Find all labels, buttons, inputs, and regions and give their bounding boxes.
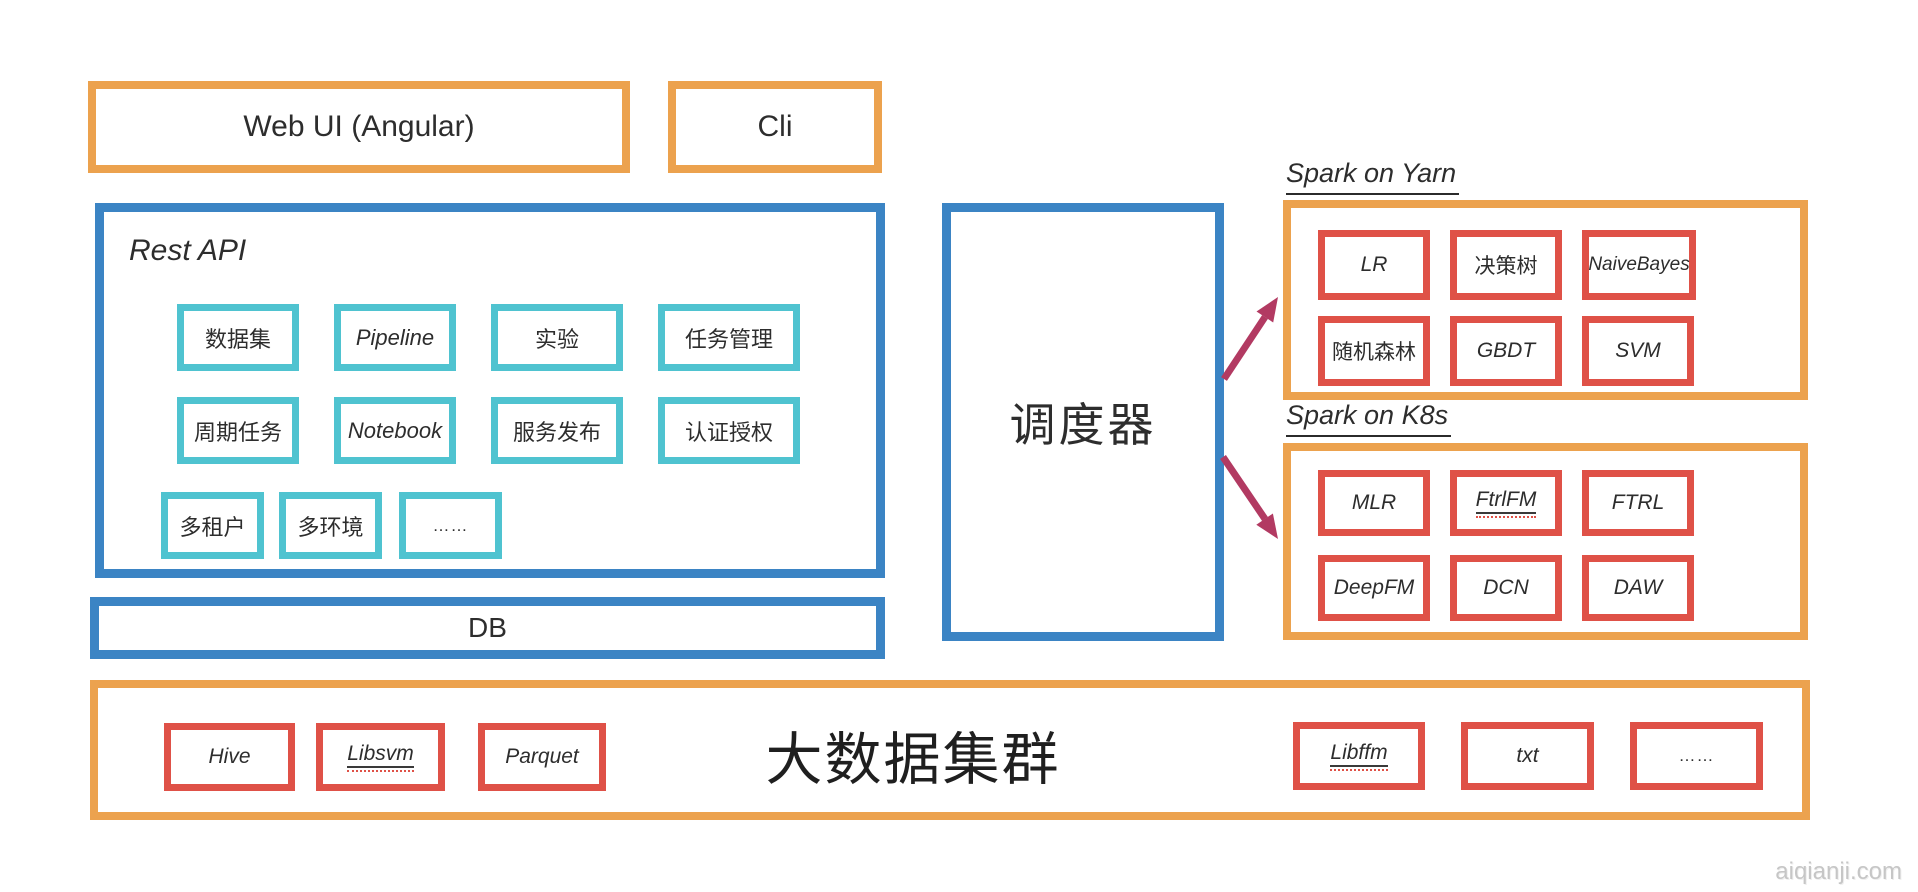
watermark: aiqianji.com bbox=[1775, 858, 1902, 885]
algo-box-naivebayes: NaiveBayes bbox=[1582, 230, 1696, 300]
algo-box-mlr: MLR bbox=[1318, 470, 1430, 536]
cli-label: Cli bbox=[757, 110, 793, 143]
spark-yarn-title: Spark on Yarn bbox=[1286, 158, 1460, 195]
feature-label: 多环境 bbox=[297, 514, 364, 540]
format-box-more: …… bbox=[1630, 722, 1763, 790]
algo-label: MLR bbox=[1351, 491, 1397, 514]
feature-label: 多租户 bbox=[179, 514, 246, 540]
arrow-to-yarn bbox=[1221, 315, 1268, 381]
spark-yarn-box: LR 决策树 NaiveBayes 随机森林 GBDT SVM bbox=[1283, 200, 1808, 400]
arrow-to-yarn-head bbox=[1256, 297, 1278, 323]
algo-box-decision-tree: 决策树 bbox=[1450, 230, 1562, 300]
algo-box-dcn: DCN bbox=[1450, 555, 1562, 621]
algo-label: DeepFM bbox=[1333, 576, 1415, 599]
feature-label: Pipeline bbox=[355, 324, 435, 350]
rest-api-label: Rest API bbox=[129, 234, 247, 267]
format-box-parquet: Parquet bbox=[478, 723, 606, 791]
bigdata-cluster-box: Hive Libsvm Parquet 大数据集群 Libffm txt …… bbox=[90, 680, 1810, 820]
format-label: Parquet bbox=[505, 745, 579, 768]
arrow-to-k8s bbox=[1220, 455, 1268, 521]
algo-box-ftrlfm: FtrlFM bbox=[1450, 470, 1562, 536]
algo-box-gbdt: GBDT bbox=[1450, 316, 1562, 386]
spark-k8s-box: MLR FtrlFM FTRL DeepFM DCN DAW bbox=[1283, 443, 1808, 640]
feature-label: 认证授权 bbox=[684, 419, 773, 445]
algo-label: GBDT bbox=[1476, 339, 1536, 362]
db-label: DB bbox=[468, 612, 507, 643]
algo-label: SVM bbox=[1615, 339, 1661, 362]
feature-label: 实验 bbox=[534, 326, 579, 352]
feature-box-service-publish: 服务发布 bbox=[491, 397, 623, 464]
spellcheck-underline: FtrlFM bbox=[1475, 488, 1537, 518]
algo-box-lr: LR bbox=[1318, 230, 1430, 300]
format-label: Libffm bbox=[1330, 741, 1388, 767]
spellcheck-underline: Libffm bbox=[1330, 741, 1388, 771]
web-ui-box: Web UI (Angular) bbox=[88, 81, 630, 173]
algo-label: NaiveBayes bbox=[1588, 254, 1690, 275]
scheduler-label: 调度器 bbox=[1009, 399, 1157, 451]
algo-label: DAW bbox=[1613, 576, 1663, 599]
format-label: Hive bbox=[208, 745, 251, 768]
feature-box-pipeline: Pipeline bbox=[334, 304, 456, 371]
format-label: Libsvm bbox=[347, 742, 414, 768]
algo-label: 随机森林 bbox=[1332, 341, 1416, 364]
algo-label: DCN bbox=[1483, 576, 1529, 599]
format-label: …… bbox=[1678, 746, 1715, 765]
spark-k8s-title: Spark on K8s bbox=[1286, 400, 1452, 437]
algo-box-svm: SVM bbox=[1582, 316, 1694, 386]
feature-label: 任务管理 bbox=[684, 326, 773, 352]
bigdata-cluster-title: 大数据集群 bbox=[713, 712, 1113, 798]
feature-box-dataset: 数据集 bbox=[177, 304, 299, 371]
feature-label: 服务发布 bbox=[512, 419, 601, 445]
format-box-hive: Hive bbox=[164, 723, 295, 791]
feature-label: 数据集 bbox=[204, 326, 271, 352]
feature-box-notebook: Notebook bbox=[334, 397, 456, 464]
algo-box-deepfm: DeepFM bbox=[1318, 555, 1430, 621]
algo-box-daw: DAW bbox=[1582, 555, 1694, 621]
feature-box-experiment: 实验 bbox=[491, 304, 623, 371]
feature-box-more: …… bbox=[399, 492, 502, 559]
feature-label: …… bbox=[432, 515, 469, 535]
algo-label: FTRL bbox=[1611, 491, 1665, 514]
feature-box-task-management: 任务管理 bbox=[658, 304, 800, 371]
scheduler-box: 调度器 bbox=[942, 203, 1224, 641]
arrow-to-k8s-head bbox=[1256, 513, 1278, 539]
feature-label: Notebook bbox=[347, 417, 443, 443]
algo-label: FtrlFM bbox=[1475, 488, 1537, 514]
algo-label: LR bbox=[1360, 253, 1388, 276]
algo-label: 决策树 bbox=[1474, 255, 1538, 278]
spellcheck-underline: Libsvm bbox=[347, 742, 414, 772]
rest-api-panel: Rest API 数据集 Pipeline 实验 任务管理 周期任务 Noteb… bbox=[95, 203, 885, 578]
feature-label: 周期任务 bbox=[193, 419, 282, 445]
format-box-libsvm: Libsvm bbox=[316, 723, 445, 791]
bigdata-title-text: 大数据集群 bbox=[765, 728, 1061, 792]
cli-box: Cli bbox=[668, 81, 882, 173]
feature-box-auth: 认证授权 bbox=[658, 397, 800, 464]
format-box-txt: txt bbox=[1461, 722, 1594, 790]
web-ui-label: Web UI (Angular) bbox=[243, 110, 475, 143]
algo-box-ftrl: FTRL bbox=[1582, 470, 1694, 536]
feature-box-multi-env: 多环境 bbox=[279, 492, 382, 559]
format-box-libffm: Libffm bbox=[1293, 722, 1425, 790]
feature-box-multi-tenant: 多租户 bbox=[161, 492, 264, 559]
db-box: DB bbox=[90, 597, 885, 659]
algo-box-random-forest: 随机森林 bbox=[1318, 316, 1430, 386]
feature-box-periodic-task: 周期任务 bbox=[177, 397, 299, 464]
format-label: txt bbox=[1516, 744, 1539, 767]
